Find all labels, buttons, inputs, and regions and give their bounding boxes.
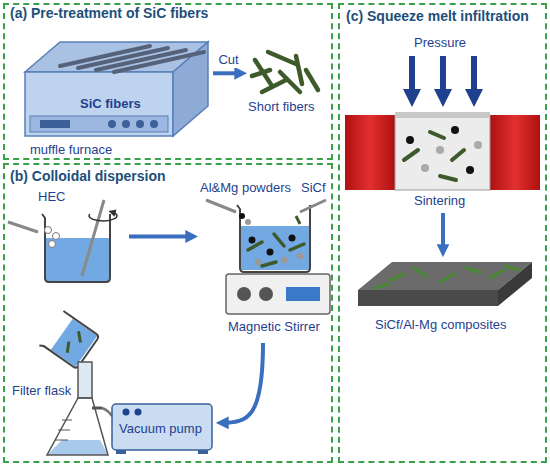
composite-node: SiCf/Al-Mg composites: [353, 255, 535, 365]
furnace-label: muffle furnace: [30, 143, 112, 158]
fiber-label: SiC fibers: [80, 97, 141, 112]
reagent-label: HEC: [38, 190, 65, 205]
sic-fiber-bundle: [60, 46, 204, 72]
edge-label: Cut: [216, 53, 240, 68]
vacuum-pump-node: Vacuum pump: [108, 395, 218, 457]
panel-title: (b) Colloidal dispersion: [10, 168, 166, 184]
sintering-die-node: PressureSintering: [345, 32, 541, 212]
muffle-furnace-node: SiC fibers muffle furnace: [22, 37, 212, 158]
process-arrow: [129, 235, 193, 239]
short-fibers-node: Short fibers: [245, 40, 327, 118]
hec-beaker: [8, 200, 117, 282]
panel-title: (a) Pre-treatment of SiC fibers: [10, 5, 208, 21]
product-label: SiCf/Al-Mg composites: [375, 318, 506, 333]
process-label: Sintering: [414, 194, 465, 209]
process-arrow: [221, 343, 263, 423]
short-fibers: [252, 52, 318, 92]
composite-slab: [358, 262, 532, 306]
device-label: Vacuum pump: [119, 422, 202, 437]
stirrer-node: Al&Mg powders SiCfMagnetic Stirrer: [196, 176, 330, 342]
fiber-label: Short fibers: [248, 100, 314, 115]
step-panel: (b) Colloidal dispersionHEC Al&Mg powders…: [3, 163, 333, 463]
device-label: Filter flask: [12, 384, 71, 399]
hec-beaker-node: HEC: [20, 188, 128, 285]
stirrer-beaker: [206, 200, 330, 314]
muffle-furnace: [25, 42, 208, 136]
reagent-label: Al&Mg powders: [200, 181, 291, 196]
panel-title: (c) Squeeze melt infiltration: [346, 8, 529, 24]
process-arrow: [441, 213, 445, 252]
filter-flask-node: Filter flask: [10, 360, 110, 460]
reagent-label: SiCf: [301, 181, 326, 196]
process-label: Pressure: [414, 36, 466, 51]
vacuum-pump: [112, 404, 212, 454]
step-panel: (a) Pre-treatment of SiC fibersSiC fiber…: [3, 3, 333, 160]
sintering-die: [345, 112, 540, 190]
filter-flask: [47, 362, 112, 455]
process-arrow: [213, 71, 242, 75]
device-label: Magnetic Stirrer: [228, 320, 320, 335]
step-panel: (c) Squeeze melt infiltrationPressureSin…: [338, 3, 547, 463]
pressure-arrows: [412, 56, 474, 98]
